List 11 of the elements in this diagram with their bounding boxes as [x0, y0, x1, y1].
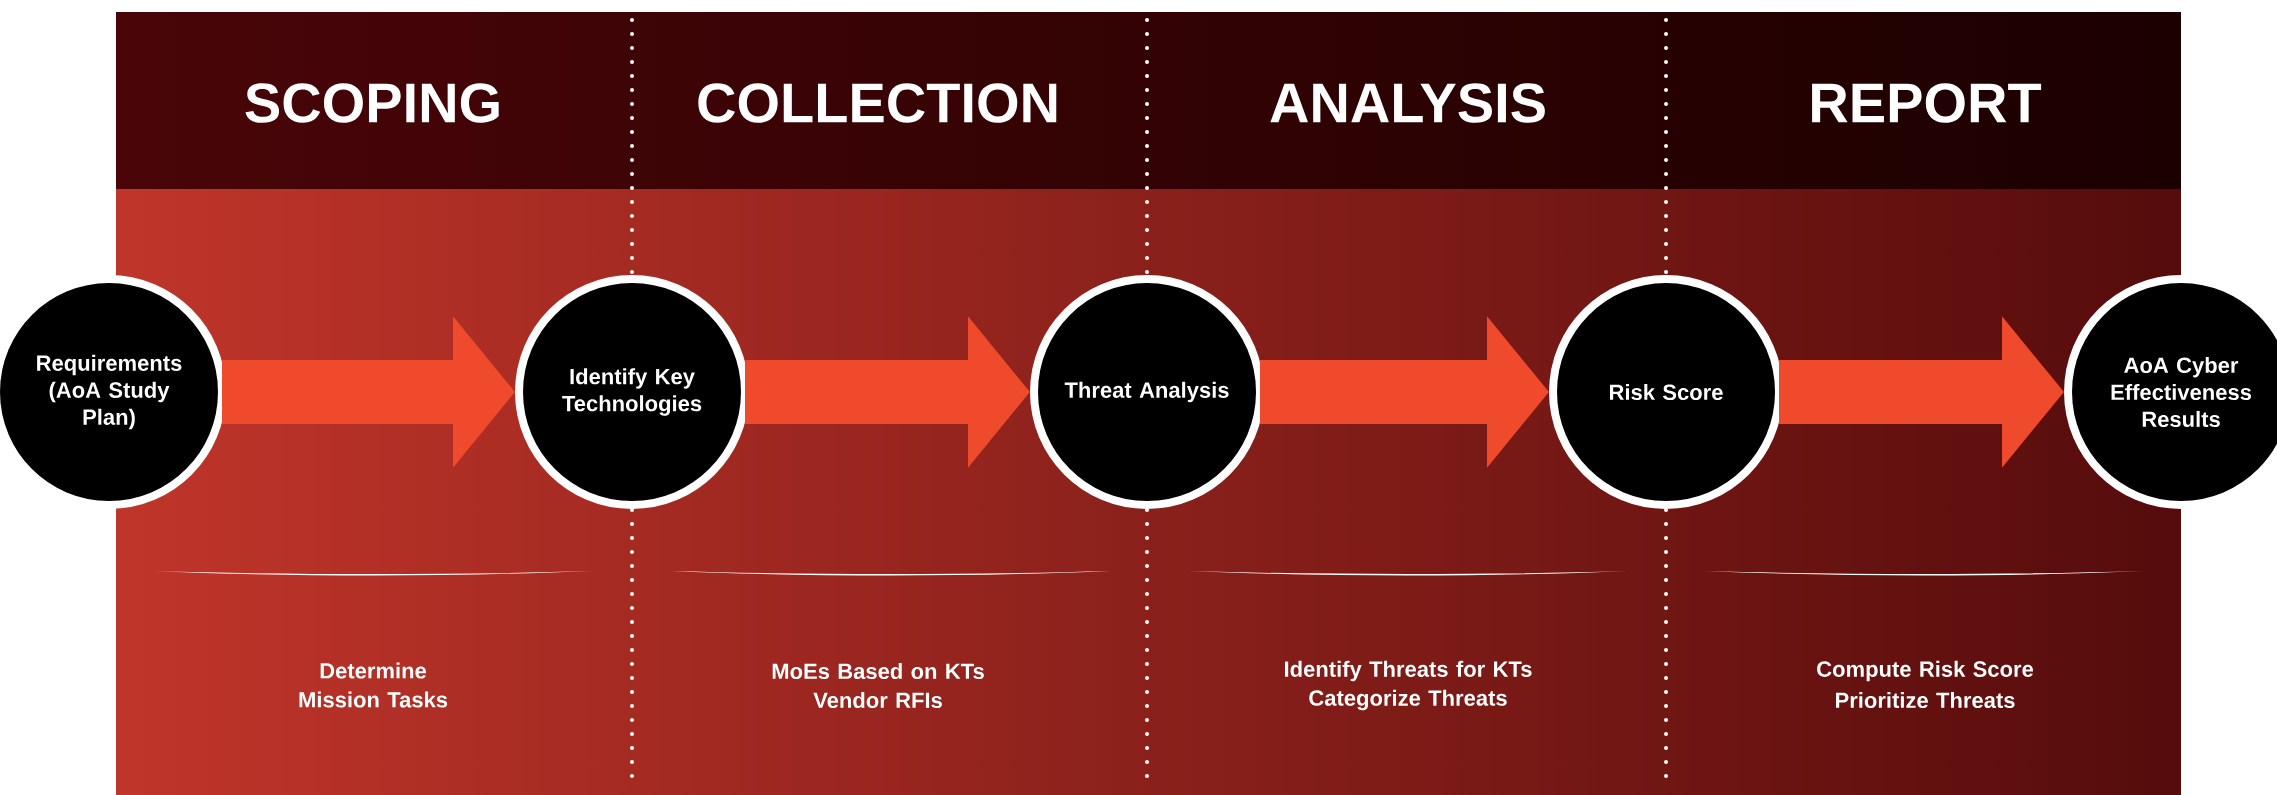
- task-text: Prioritize Threats: [1836, 691, 2015, 709]
- phase-title: REPORT: [1812, 83, 2042, 123]
- task-text: Determine Mission Tasks: [299, 662, 448, 708]
- task-text: Categorize Threats: [1309, 689, 1507, 711]
- task-text: MoEs Based on KTs: [772, 662, 984, 680]
- phase-title: SCOPING: [245, 83, 499, 123]
- task-text: Compute Risk Score: [1817, 660, 2034, 682]
- phase-title: ANALYSIS: [1270, 83, 1545, 123]
- phase-title: COLLECTION: [698, 83, 1057, 123]
- task-text: Vendor RFIs: [813, 691, 942, 709]
- task-text: Identify Threats for KTs: [1285, 660, 1532, 682]
